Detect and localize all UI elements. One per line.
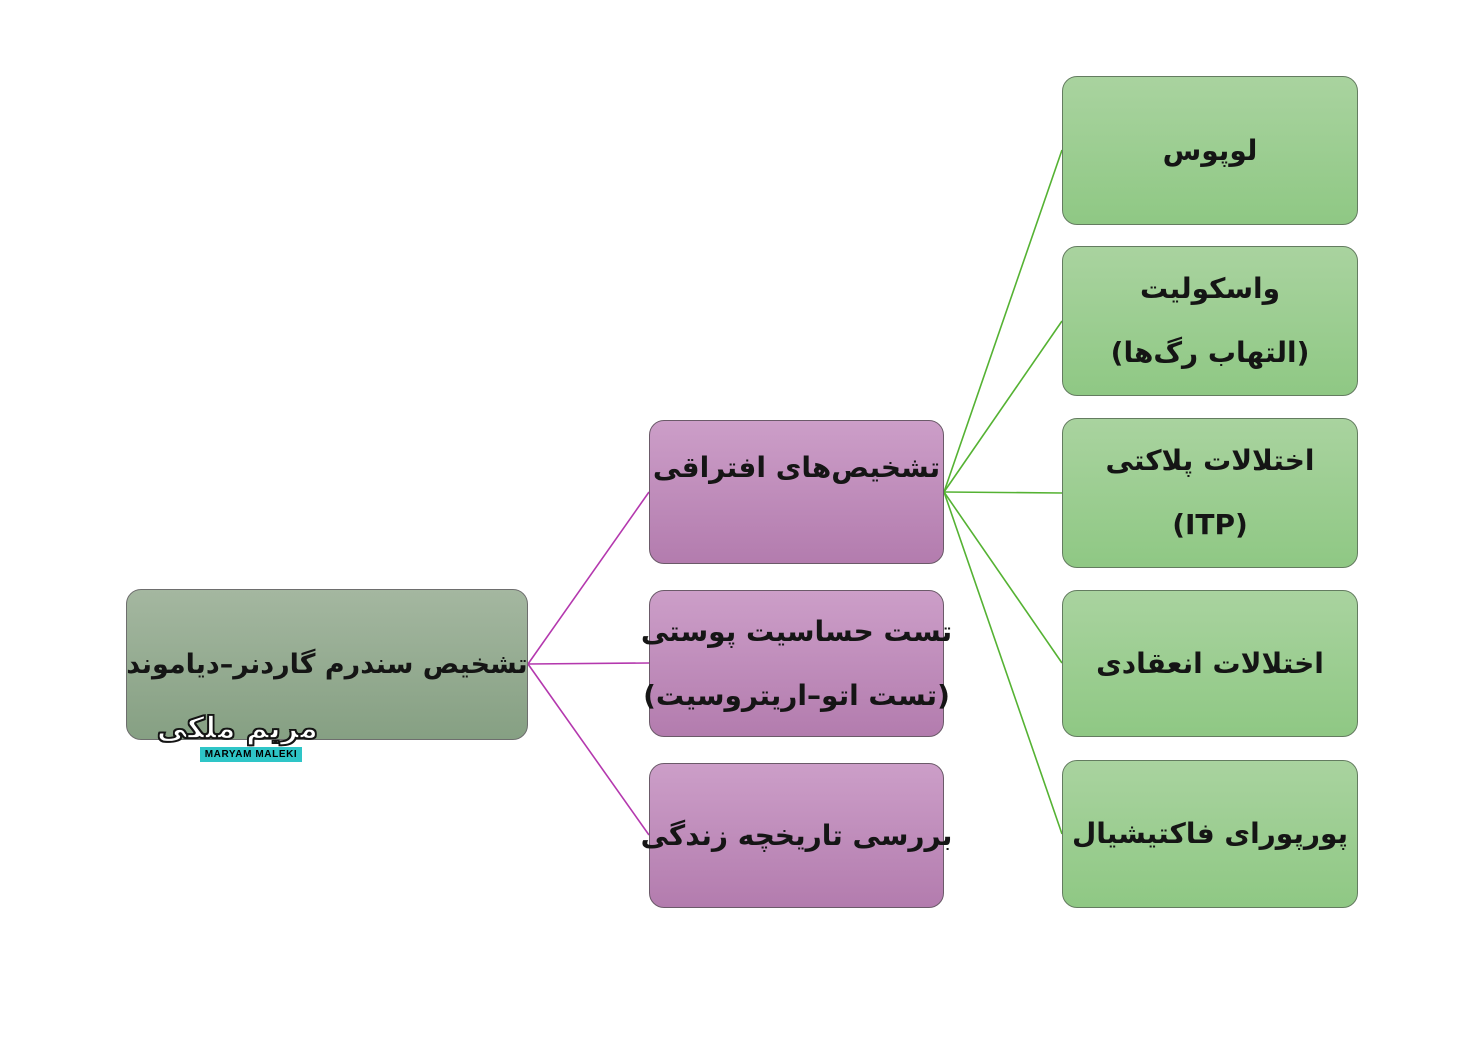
- node-skin-sensitivity-test: تست حساسیت پوستی (تست اتو–اریتروسیت): [641, 590, 952, 737]
- connector-root-branch-1: [527, 662, 650, 665]
- leaf-connectors: [943, 149, 1063, 835]
- node-root-gardner-diamond-diagnosis: تشخیص سندرم گاردنر–دیاموند: [126, 589, 528, 740]
- node-label: تشخیص‌های افتراقی: [652, 451, 941, 484]
- node-label-line-1: تست حساسیت پوستی: [640, 614, 953, 648]
- node-label: بررسی تاریخچه زندگی: [640, 818, 953, 852]
- node-label-line-2: (تست اتو–اریتروسیت): [643, 678, 950, 712]
- node-life-history-review: بررسی تاریخچه زندگی: [641, 763, 952, 908]
- watermark-logo: مریم ملکی MARYAM MALEKI: [156, 711, 319, 762]
- branch-connectors: [527, 491, 650, 836]
- connector-branch0-leaf-2: [943, 491, 1063, 494]
- node-label: تشخیص سندرم گاردنر–دیاموند: [126, 648, 528, 680]
- node-label: لوپوس: [1162, 133, 1258, 167]
- connector-branch0-leaf-0: [943, 149, 1063, 493]
- watermark-name-band: MARYAM MALEKI: [199, 747, 303, 762]
- node-label: اختلالات انعقادی: [1096, 646, 1324, 680]
- connector-root-branch-2: [527, 663, 650, 836]
- connector-branch0-leaf-1: [943, 320, 1063, 493]
- node-differential-diagnoses: تشخیص‌های افتراقی: [649, 420, 944, 564]
- calligraphy-logo: مریم ملکی: [156, 711, 319, 746]
- node-label-line-1: اختلالات پلاکتی: [1105, 444, 1315, 477]
- node-vasculitis: واسکولیت (التهاب رگ‌ها): [1062, 246, 1358, 396]
- node-label-line-2: (ITP): [1172, 508, 1248, 541]
- connector-root-branch-0: [527, 491, 650, 665]
- node-label: پورپورای فاکتیشیال: [1071, 817, 1349, 850]
- connector-branch0-leaf-4: [943, 491, 1063, 835]
- node-label-line-1: واسکولیت: [1140, 272, 1280, 305]
- node-label-line-2: (التهاب رگ‌ها): [1110, 336, 1310, 369]
- node-coagulation-disorders: اختلالات انعقادی: [1062, 590, 1358, 737]
- connector-branch0-leaf-3: [943, 491, 1063, 664]
- node-lupus: لوپوس: [1062, 76, 1358, 225]
- node-platelet-disorders-itp: اختلالات پلاکتی (ITP): [1062, 418, 1358, 568]
- node-factitious-purpura: پورپورای فاکتیشیال: [1062, 760, 1358, 908]
